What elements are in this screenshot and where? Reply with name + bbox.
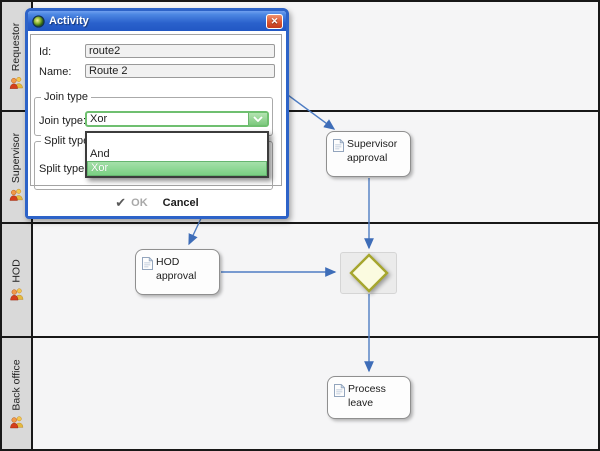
join-type-legend: Join type <box>41 91 92 103</box>
id-field[interactable] <box>85 44 275 58</box>
join-type-group: Join type <box>34 91 273 136</box>
lane-back-office: Back office <box>0 338 600 449</box>
node-label: HOD approval <box>156 256 197 282</box>
node-process-leave[interactable]: Process leave <box>327 376 411 419</box>
node-hod-approval[interactable]: HOD approval <box>135 249 220 295</box>
dialog-footer: ✔ OK Cancel <box>28 196 286 209</box>
lane-header-back-office[interactable]: Back office <box>2 338 33 449</box>
person-icon <box>10 75 24 89</box>
lane-header-hod[interactable]: HOD <box>2 224 33 336</box>
id-label: Id: <box>39 46 52 58</box>
document-icon <box>142 256 154 270</box>
dropdown-option-xor[interactable]: Xor <box>87 161 267 176</box>
split-type-label: Split type: <box>39 163 88 175</box>
node-label: Process leave <box>348 383 386 409</box>
gateway-node[interactable] <box>340 252 397 294</box>
activity-icon <box>32 14 45 28</box>
form-panel: Id: Name: Join type Join type: Xor Split… <box>30 34 282 190</box>
document-icon <box>333 138 345 152</box>
person-icon <box>10 187 24 201</box>
join-type-value: Xor <box>90 113 108 125</box>
ok-button[interactable]: OK <box>131 196 148 209</box>
person-icon <box>10 414 24 428</box>
join-type-label: Join type: <box>39 115 87 127</box>
name-field[interactable] <box>85 64 275 78</box>
node-supervisor-approval[interactable]: Supervisor approval <box>326 131 411 177</box>
join-type-select[interactable]: Xor <box>85 111 269 127</box>
ok-check-icon: ✔ <box>115 195 127 210</box>
lane-hod: HOD <box>0 224 600 338</box>
chevron-down-icon[interactable] <box>248 113 267 125</box>
cancel-button[interactable]: Cancel <box>162 196 199 209</box>
person-icon <box>10 287 24 301</box>
dialog-titlebar[interactable]: Activity ✕ <box>28 11 286 31</box>
activity-dialog: Activity ✕ Id: Name: Join type Join type… <box>25 8 289 219</box>
join-type-dropdown-list: And Xor <box>85 131 269 178</box>
diamond-icon <box>348 253 389 293</box>
dropdown-option-and[interactable]: And <box>90 148 110 160</box>
document-icon <box>334 383 346 397</box>
close-icon[interactable]: ✕ <box>266 13 283 29</box>
name-label: Name: <box>39 66 72 78</box>
node-label: Supervisor approval <box>347 138 398 164</box>
dialog-title: Activity <box>49 15 89 27</box>
split-type-legend: Split type <box>41 135 93 147</box>
dropdown-option-blank[interactable] <box>87 133 267 148</box>
dialog-body: Id: Name: Join type Join type: Xor Split… <box>28 31 286 216</box>
